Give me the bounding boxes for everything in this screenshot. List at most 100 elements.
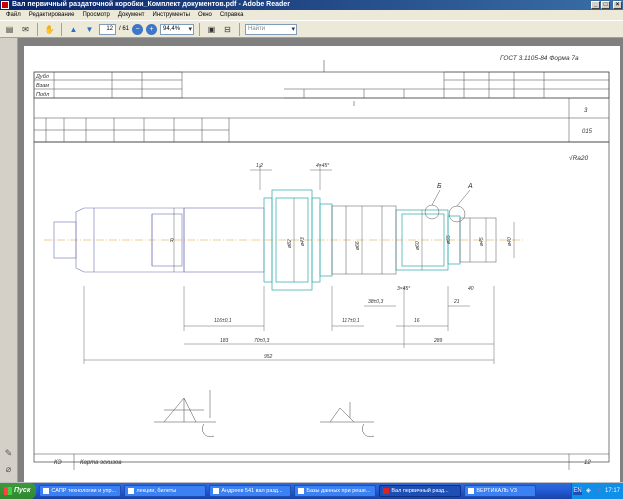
dimension-label: 70±0,3 xyxy=(254,338,269,344)
sheet-number: 3 xyxy=(584,108,588,114)
taskbar-item[interactable]: лекции, билеты xyxy=(124,485,207,497)
toolbar-separator xyxy=(61,22,62,36)
detail-view-b xyxy=(320,402,375,438)
maximize-button[interactable]: □ xyxy=(601,1,610,9)
navigation-panel: ✎ ⌀ xyxy=(0,38,18,482)
folder-icon xyxy=(128,488,135,494)
taskbar-item-label: Андреев 541 вал разд... xyxy=(221,488,283,494)
system-tray: EN ◈ ✕ 17:17 xyxy=(571,483,623,499)
minimize-button[interactable]: _ xyxy=(591,1,600,9)
gost-header: ГОСТ 3.1105-84 Форма 7а xyxy=(500,55,579,62)
email-icon[interactable]: ✉ xyxy=(22,24,29,34)
dimension-label: 4×45° xyxy=(316,163,329,169)
dimension-label: 3×45° xyxy=(397,286,410,292)
menu-view[interactable]: Просмотр xyxy=(82,12,110,18)
close-button[interactable]: × xyxy=(613,1,622,9)
taskbar-item-active[interactable]: Вал первичный разд... xyxy=(379,485,462,497)
dimension-label: 40 xyxy=(468,286,474,292)
zoom-select[interactable]: 94,4% xyxy=(160,23,195,35)
menu-window[interactable]: Окно xyxy=(197,12,212,18)
document-icon xyxy=(298,488,305,494)
toolbar: ▤ ✉ ✋ ▲ ▼ 12 / 61 − + 94,4% ▣ ⊟ Найти xyxy=(0,20,623,38)
operation-code: 015 xyxy=(582,129,593,135)
window-controls: _ □ × xyxy=(591,1,622,9)
taskbar-item-label: Базы данных при реше... xyxy=(306,488,371,494)
engineering-drawing: ГОСТ 3.1105-84 Форма 7а Дубл Взам Подл xyxy=(33,55,610,470)
dimension-label: 952 xyxy=(264,354,273,360)
menu-bar: Файл Редактирование Просмотр Документ Ин… xyxy=(0,10,623,20)
toolbar-separator xyxy=(37,22,38,36)
menu-tools[interactable]: Инструменты xyxy=(152,12,190,18)
callout-circle-b xyxy=(424,204,440,220)
pdf-icon xyxy=(383,488,390,494)
dimension-label: R xyxy=(170,238,174,244)
dimension-label: ø45 xyxy=(479,237,485,246)
dimension-label: 289 xyxy=(433,338,443,344)
attachment-icon[interactable]: ⌀ xyxy=(5,464,12,474)
dimension-label: 1,2 xyxy=(256,163,263,169)
zoom-in-icon[interactable]: + xyxy=(146,23,158,35)
fit-width-icon[interactable]: ⊟ xyxy=(224,24,231,34)
taskbar: Пуск САПР технологии и упр... лекции, би… xyxy=(0,483,623,499)
row-label-podl: Подл xyxy=(36,92,49,98)
toolbar-separator xyxy=(199,22,201,36)
start-label: Пуск xyxy=(14,487,31,494)
callout-b-label: Б xyxy=(437,183,442,190)
language-indicator[interactable]: EN xyxy=(572,487,582,495)
row-label-dubl: Дубл xyxy=(35,74,49,80)
callout-circle-a xyxy=(448,205,466,223)
dimension-label: ø55 xyxy=(446,235,452,244)
print-icon[interactable]: ▤ xyxy=(5,24,14,34)
bottom-sheet: 12 xyxy=(584,460,591,466)
dimension-label: 38±0,3 xyxy=(368,299,383,305)
dimension-label: ø40 xyxy=(507,237,513,246)
bottom-code: КЭ xyxy=(54,460,62,466)
taskbar-item-label: Вал первичный разд... xyxy=(391,488,449,494)
search-input[interactable]: Найти xyxy=(245,23,298,35)
taskbar-item-label: ВЕРТИКАЛЬ V3 xyxy=(476,488,517,494)
document-viewer[interactable]: ГОСТ 3.1105-84 Форма 7а Дубл Взам Подл xyxy=(18,38,623,482)
menu-edit[interactable]: Редактирование xyxy=(28,12,75,18)
dimension-label: 183 xyxy=(220,338,229,344)
dimension-label: ø43 xyxy=(300,237,306,246)
taskbar-item[interactable]: Андреев 541 вал разд... xyxy=(209,485,292,497)
taskbar-item-label: САПР технологии и упр... xyxy=(51,488,117,494)
menu-file[interactable]: Файл xyxy=(6,12,21,18)
next-page-icon[interactable]: ▼ xyxy=(85,24,94,34)
dimension-label: 21 xyxy=(453,299,460,305)
hand-tool-icon[interactable]: ✋ xyxy=(44,24,55,34)
comment-icon[interactable]: ✎ xyxy=(4,448,13,458)
start-button[interactable]: Пуск xyxy=(0,483,37,499)
window-title: Вал первичный раздаточной коробки_Компле… xyxy=(12,1,290,8)
taskbar-item[interactable]: Базы данных при реше... xyxy=(294,485,377,497)
roughness-symbol: √Ra20 xyxy=(569,154,588,162)
menu-document[interactable]: Документ xyxy=(117,12,145,18)
taskbar-item-label: лекции, билеты xyxy=(136,488,177,494)
dimension-label: 117±0,1 xyxy=(342,318,360,324)
document-icon xyxy=(213,488,220,494)
callout-a-label: А xyxy=(467,183,473,190)
zoom-out-icon[interactable]: − xyxy=(132,23,144,35)
network-icon[interactable]: ◈ xyxy=(586,487,591,494)
page-number-input[interactable]: 12 xyxy=(99,23,116,35)
dimension-label: ø60 xyxy=(415,241,421,250)
menu-help[interactable]: Справка xyxy=(219,12,244,18)
security-icon[interactable]: ✕ xyxy=(595,487,601,494)
fit-page-icon[interactable]: ▣ xyxy=(207,24,216,34)
taskbar-item[interactable]: САПР технологии и упр... xyxy=(39,485,122,497)
windows-logo-icon xyxy=(4,487,12,495)
taskbar-item[interactable]: ВЕРТИКАЛЬ V3 xyxy=(464,485,537,497)
dimension-label: ø82 xyxy=(287,239,293,248)
app-icon xyxy=(468,488,475,494)
app-icon xyxy=(43,488,50,494)
page-total: / 61 xyxy=(119,26,130,32)
dimension-label: 116±0,1 xyxy=(214,318,232,324)
dimension-label: ø66 xyxy=(355,241,361,250)
bottom-title: Карта эскизов xyxy=(80,460,121,466)
previous-page-icon[interactable]: ▲ xyxy=(69,24,78,34)
title-bar: Вал первичный раздаточной коробки_Компле… xyxy=(0,0,623,10)
dimension-label: 16 xyxy=(414,318,420,324)
clock[interactable]: 17:17 xyxy=(604,488,620,494)
toolbar-separator xyxy=(239,22,241,36)
detail-view-a xyxy=(154,390,216,438)
